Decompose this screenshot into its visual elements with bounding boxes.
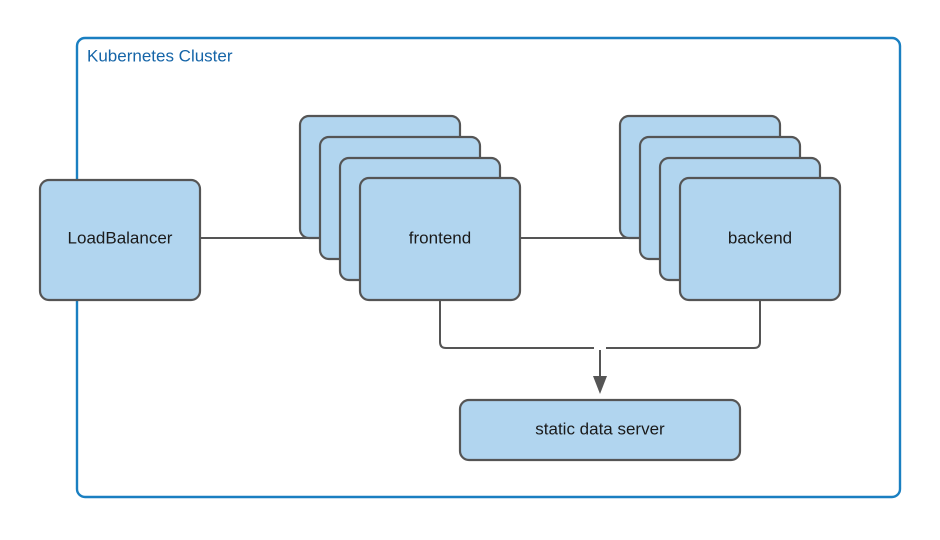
frontend-stack-card-front[interactable] bbox=[358, 176, 522, 302]
loadbalancer-box[interactable] bbox=[38, 178, 202, 302]
cluster-label: Kubernetes Cluster bbox=[87, 46, 233, 65]
backend-stack-card-front[interactable] bbox=[678, 176, 842, 302]
static-data-server-label: static data server bbox=[535, 419, 665, 438]
node-backend-stack[interactable]: backend bbox=[618, 114, 842, 302]
backend-label: backend bbox=[728, 228, 792, 247]
static-data-server-box[interactable] bbox=[458, 398, 742, 462]
edge-backend-to-static-data-server bbox=[606, 300, 761, 349]
node-frontend-stack[interactable]: frontend bbox=[298, 114, 522, 302]
node-static-data-server[interactable]: static data server bbox=[458, 398, 742, 462]
edge-frontend-to-static-data-server bbox=[439, 300, 594, 349]
frontend-label: frontend bbox=[409, 228, 471, 247]
node-loadbalancer[interactable]: LoadBalancer bbox=[38, 178, 202, 302]
loadbalancer-label: LoadBalancer bbox=[68, 228, 173, 247]
arrowhead-to-static-data-server bbox=[593, 376, 607, 394]
